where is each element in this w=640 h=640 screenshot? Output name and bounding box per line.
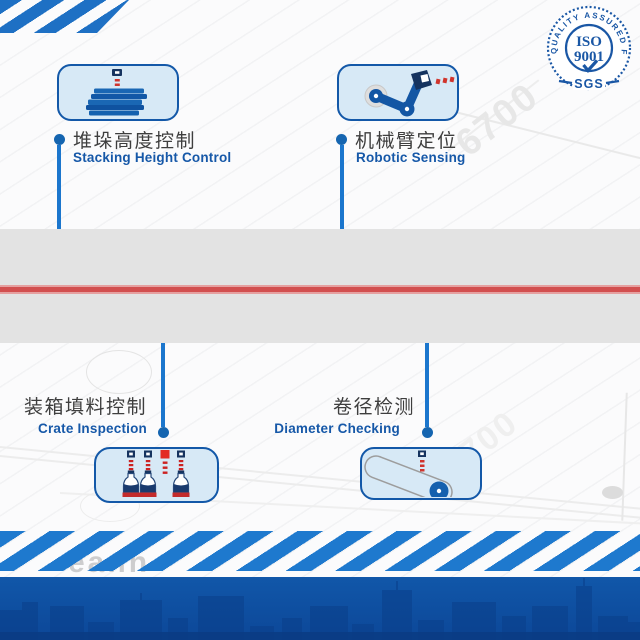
badge-sgs-text: SGS: [574, 77, 603, 91]
feature-title-en-stacking: Stacking Height Control: [73, 150, 232, 165]
bottles: [122, 470, 190, 497]
callout-line-diameter: [425, 343, 429, 427]
callout-bullet-crate: [157, 427, 169, 438]
callout-bullet-stacking: [53, 134, 65, 145]
callout-line-stacking: [57, 145, 61, 229]
bottle-inspection-icon: [122, 450, 190, 497]
feature-icon-box-robotic: [337, 64, 459, 121]
robot-arm-icon: [364, 70, 455, 117]
sensor-beams: [128, 460, 184, 474]
callout-bullet-diameter: [421, 427, 433, 438]
feature-icon-box-crate: [94, 447, 219, 503]
bottom-stripe-band: [0, 531, 640, 571]
feature-title-en-robotic: Robotic Sensing: [356, 150, 466, 165]
city-skyline-icon: [0, 577, 640, 640]
callout-line-crate: [161, 343, 165, 427]
feature-icon-box-diameter: [360, 447, 482, 500]
red-web-line: [0, 285, 640, 294]
badge-iso-text: ISO: [576, 34, 602, 50]
badge-banner-gap: [573, 75, 605, 90]
callout-bullet-robotic: [336, 134, 347, 145]
feature-title-zh-robotic: 机械臂定位: [355, 131, 458, 152]
roll-diameter-icon: [364, 450, 453, 497]
feature-icon-box-stacking: [57, 64, 179, 121]
footer-skyline: [0, 577, 640, 640]
badge-check-icon: [582, 59, 599, 73]
stack-sensor-icon: [86, 69, 147, 116]
feature-title-zh-crate: 装箱填料控制: [23, 397, 147, 418]
conveyor-band: [0, 229, 640, 343]
background-circle-outline: [86, 350, 152, 394]
badge-number-text: 9001: [574, 49, 604, 65]
feature-title-en-diameter: Diameter Checking: [274, 421, 400, 436]
feature-title-zh-stacking: 堆垛高度控制: [73, 131, 197, 152]
background-node-dot: [602, 486, 623, 499]
feature-title-zh-diameter: 卷径检测: [332, 397, 415, 418]
sensor-squares: [127, 450, 185, 459]
iso-9001-sgs-badge: QUALITY ASSURED FIRM ISO 9001 SGS: [545, 4, 632, 91]
feature-title-en-crate: Crate Inspection: [38, 421, 147, 436]
callout-line-robotic: [339, 145, 344, 229]
